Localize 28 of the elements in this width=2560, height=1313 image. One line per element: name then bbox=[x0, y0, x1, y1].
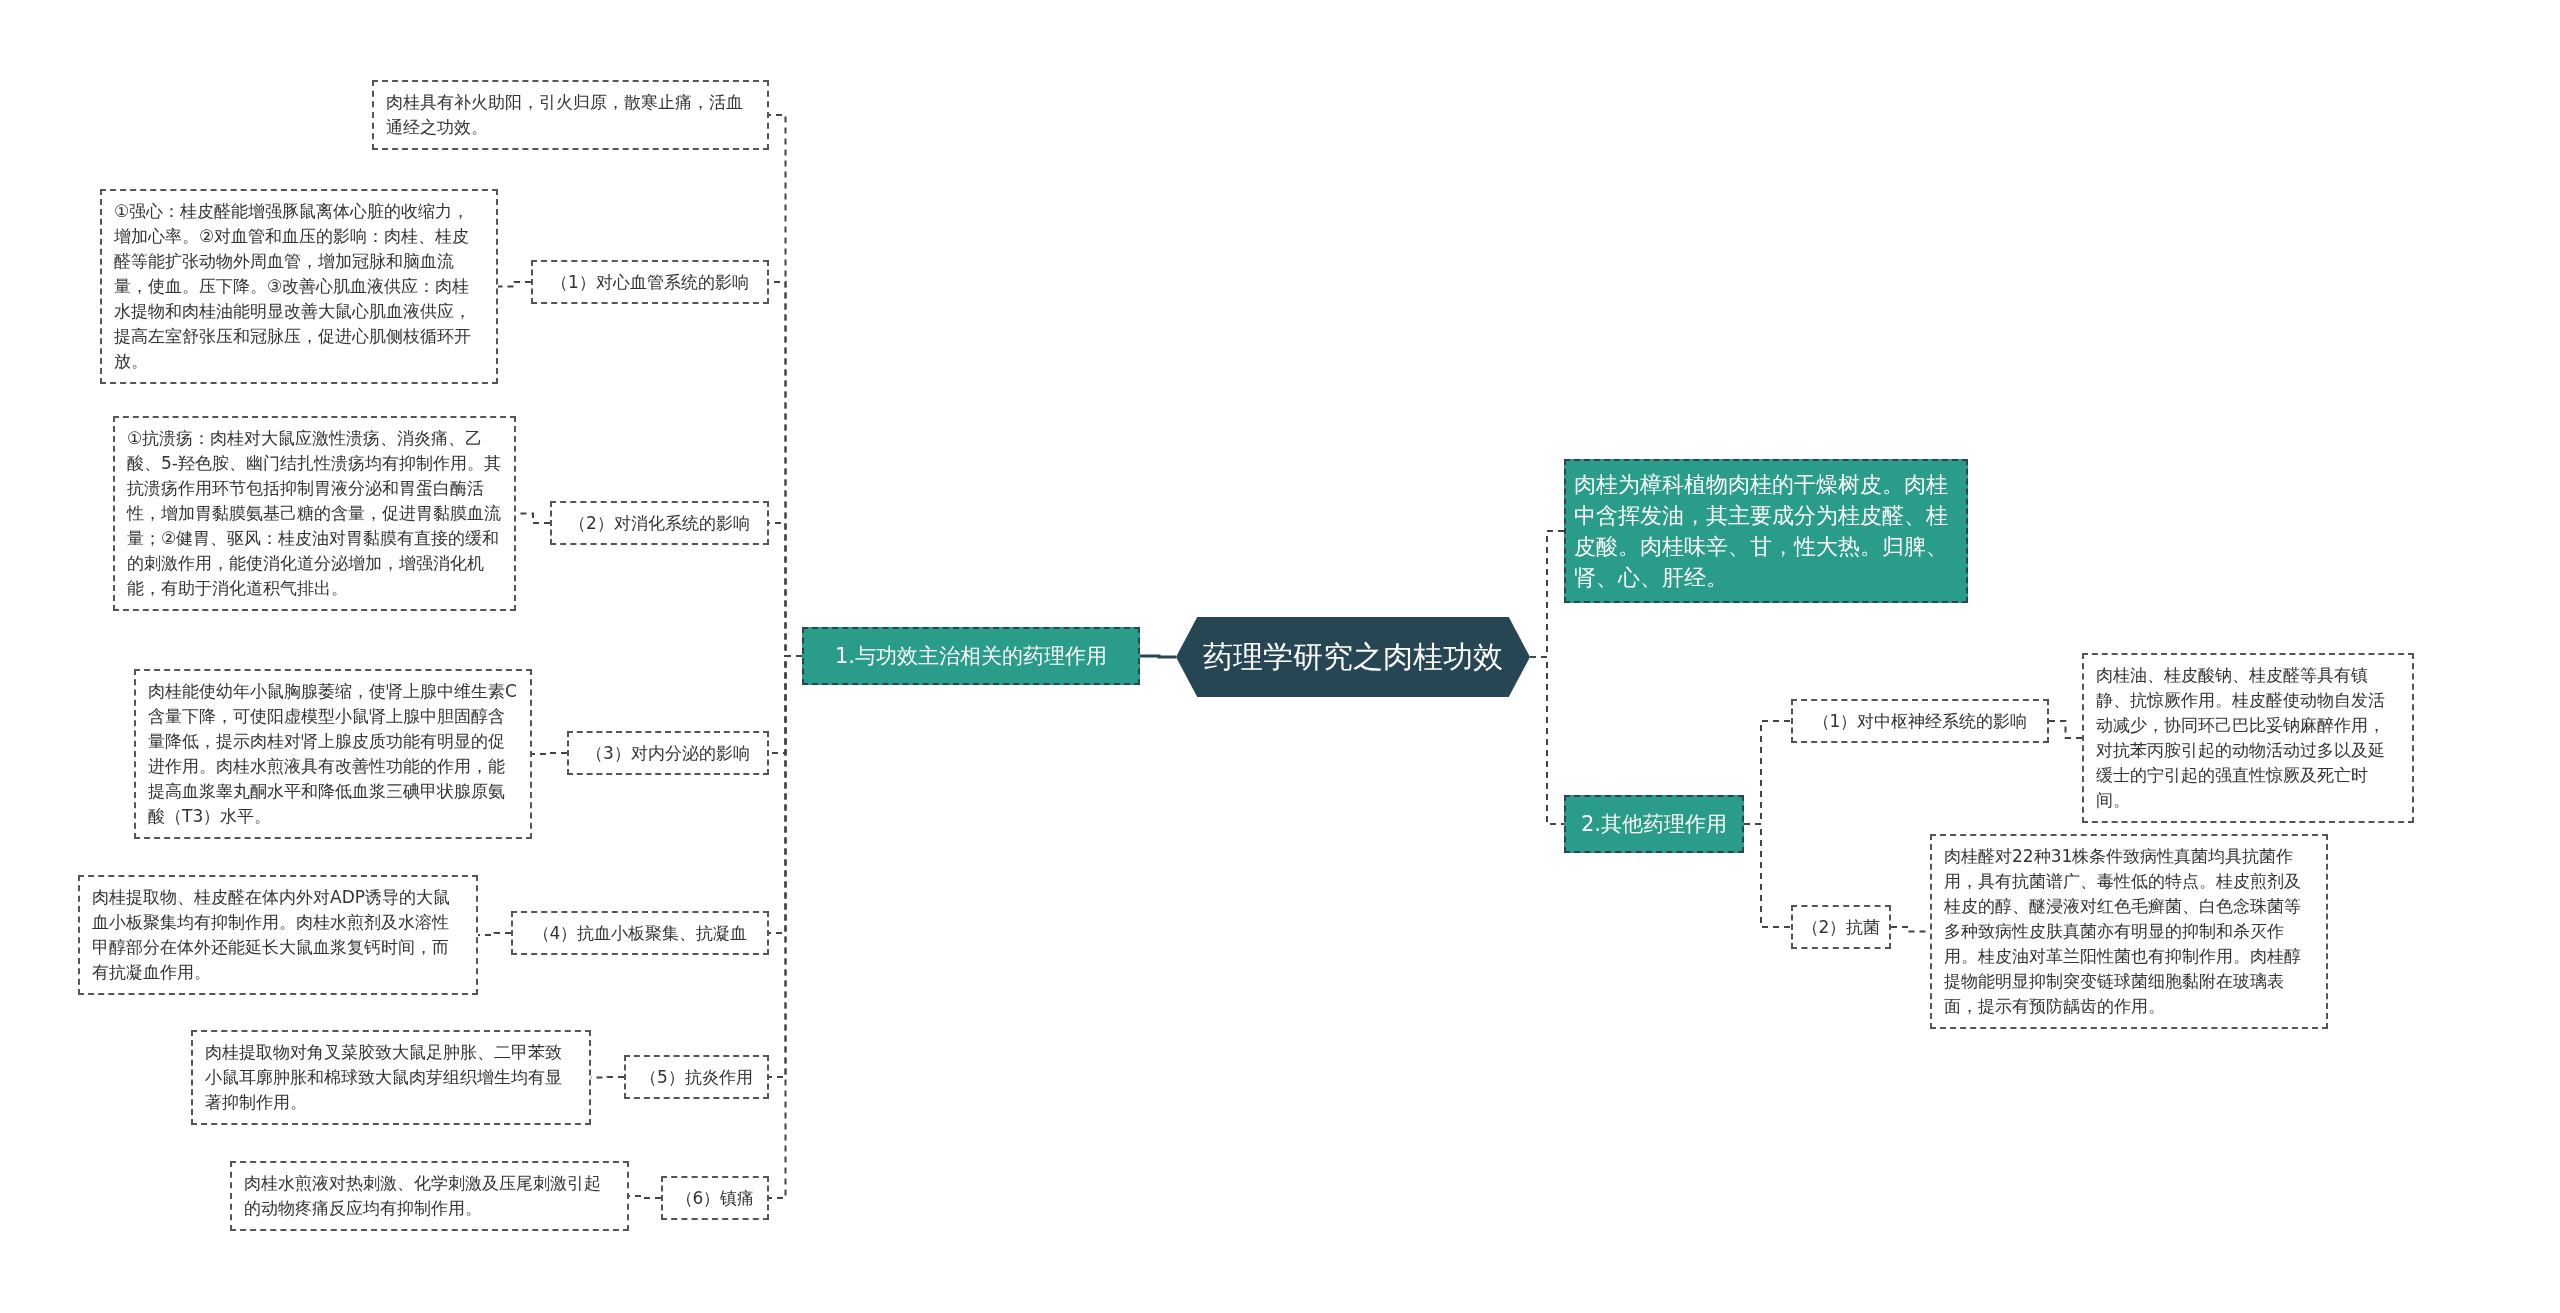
note-box: ①抗溃疡：肉桂对大鼠应激性溃疡、消炎痛、乙酸、5-羟色胺、幽门结扎性溃疡均有抑制作用。其抗溃疡作用环节包括抑制胃液分泌和胃蛋白酶活性，增加胃黏膜氨基己糖的含量，促进胃黏膜血流量；②健胃、驱风：桂皮油对胃黏膜有直接的缓和的刺激作用，能使消化道分泌增加，增强消化机能，有助于消化道积气排出。 bbox=[113, 416, 516, 611]
note-box: ①强心：桂皮醛能增强豚鼠离体心脏的收缩力，增加心率。②对血管和血压的影响：肉桂、桂皮醛等能扩张动物外周血管，增加冠脉和脑血流量，使血。压下降。③改善心肌血液供应：肉桂水提物和肉桂油能明显改善大鼠心肌血液供应，提高左室舒张压和冠脉压，促进心肌侧枝循环开放。 bbox=[100, 189, 498, 384]
connector-line bbox=[497, 281, 532, 288]
summary-box: 肉桂为樟科植物肉桂的干燥树皮。肉桂中含挥发油，其主要成分为桂皮醛、桂皮酸。肉桂味辛、甘，性大热。归脾、肾、心、肝经。 bbox=[1564, 459, 1968, 603]
note-box: 肉桂醛对22种31株条件致病性真菌均具抗菌作用，具有抗菌谱广、毒性低的特点。桂皮煎剂及桂皮的醇、醚浸液对红色毛癣菌、白色念珠菌等多种致病性皮肤真菌亦有明显的抑制和杀灭作用。桂皮油对革兰阳性菌也有抑制作用。肉桂醇提物能明显抑制突变链球菌细胞黏附在玻璃表面，提示有预防龋齿的作用。 bbox=[1930, 834, 2328, 1029]
connector-line bbox=[1743, 823, 1792, 928]
note-box: 肉桂具有补火助阳，引火归原，散寒止痛，活血通经之功效。 bbox=[372, 80, 769, 150]
connector-line bbox=[2048, 720, 2083, 739]
note-box: 肉桂提取物、桂皮醛在体内外对ADP诱导的大鼠血小板聚集均有抑制作用。肉桂水煎剂及水溶性甲醇部分在体外还能延长大鼠血浆复钙时间，而有抗凝血作用。 bbox=[78, 875, 478, 995]
subtopic-box: （5）抗炎作用 bbox=[624, 1055, 769, 1099]
subtopic-box: （4）抗血小板聚集、抗凝血 bbox=[511, 911, 769, 955]
note-box: 肉桂能使幼年小鼠胸腺萎缩，使肾上腺中维生素C含量下降，可使阳虚模型小鼠肾上腺中胆固醇含量降低，提示肉桂对肾上腺皮质功能有明显的促进作用。肉桂水煎液具有改善性功能的作用，能提高血浆睾丸酮水平和降低血浆三碘甲状腺原氨酸（T3）水平。 bbox=[134, 669, 532, 839]
connector-line bbox=[531, 752, 568, 755]
subtopic-box: （6）镇痛 bbox=[661, 1176, 769, 1220]
topic-hexagon: 药理学研究之肉桂功效 bbox=[1176, 617, 1530, 697]
subtopic-box: （2）对消化系统的影响 bbox=[550, 501, 769, 545]
connector-line bbox=[1140, 654, 1176, 659]
branch-box: 2.其他药理作用 bbox=[1564, 795, 1744, 853]
subtopic-box: （1）对心血管系统的影响 bbox=[531, 260, 769, 304]
subtopic-box: （2）抗菌 bbox=[1791, 905, 1891, 949]
note-box: 肉桂水煎液对热刺激、化学刺激及压尾刺激引起的动物疼痛反应均有抑制作用。 bbox=[230, 1161, 629, 1231]
connector-line bbox=[477, 932, 512, 936]
connector-line bbox=[1529, 656, 1565, 825]
subtopic-box: （3）对内分泌的影响 bbox=[567, 731, 769, 775]
note-box: 肉桂提取物对角叉菜胶致大鼠足肿胀、二甲苯致小鼠耳廓肿胀和棉球致大鼠肉芽组织增生均有显著抑制作用。 bbox=[191, 1030, 591, 1125]
note-box: 肉桂油、桂皮酸钠、桂皮醛等具有镇静、抗惊厥作用。桂皮醛使动物自发活动减少，协同环己巴比妥钠麻醉作用，对抗苯丙胺引起的动物活动过多以及延缓士的宁引起的强直性惊厥及死亡时间。 bbox=[2082, 653, 2414, 823]
subtopic-box: （1）对中枢神经系统的影响 bbox=[1791, 699, 2049, 743]
branch-box: 1.与功效主治相关的药理作用 bbox=[802, 627, 1140, 685]
